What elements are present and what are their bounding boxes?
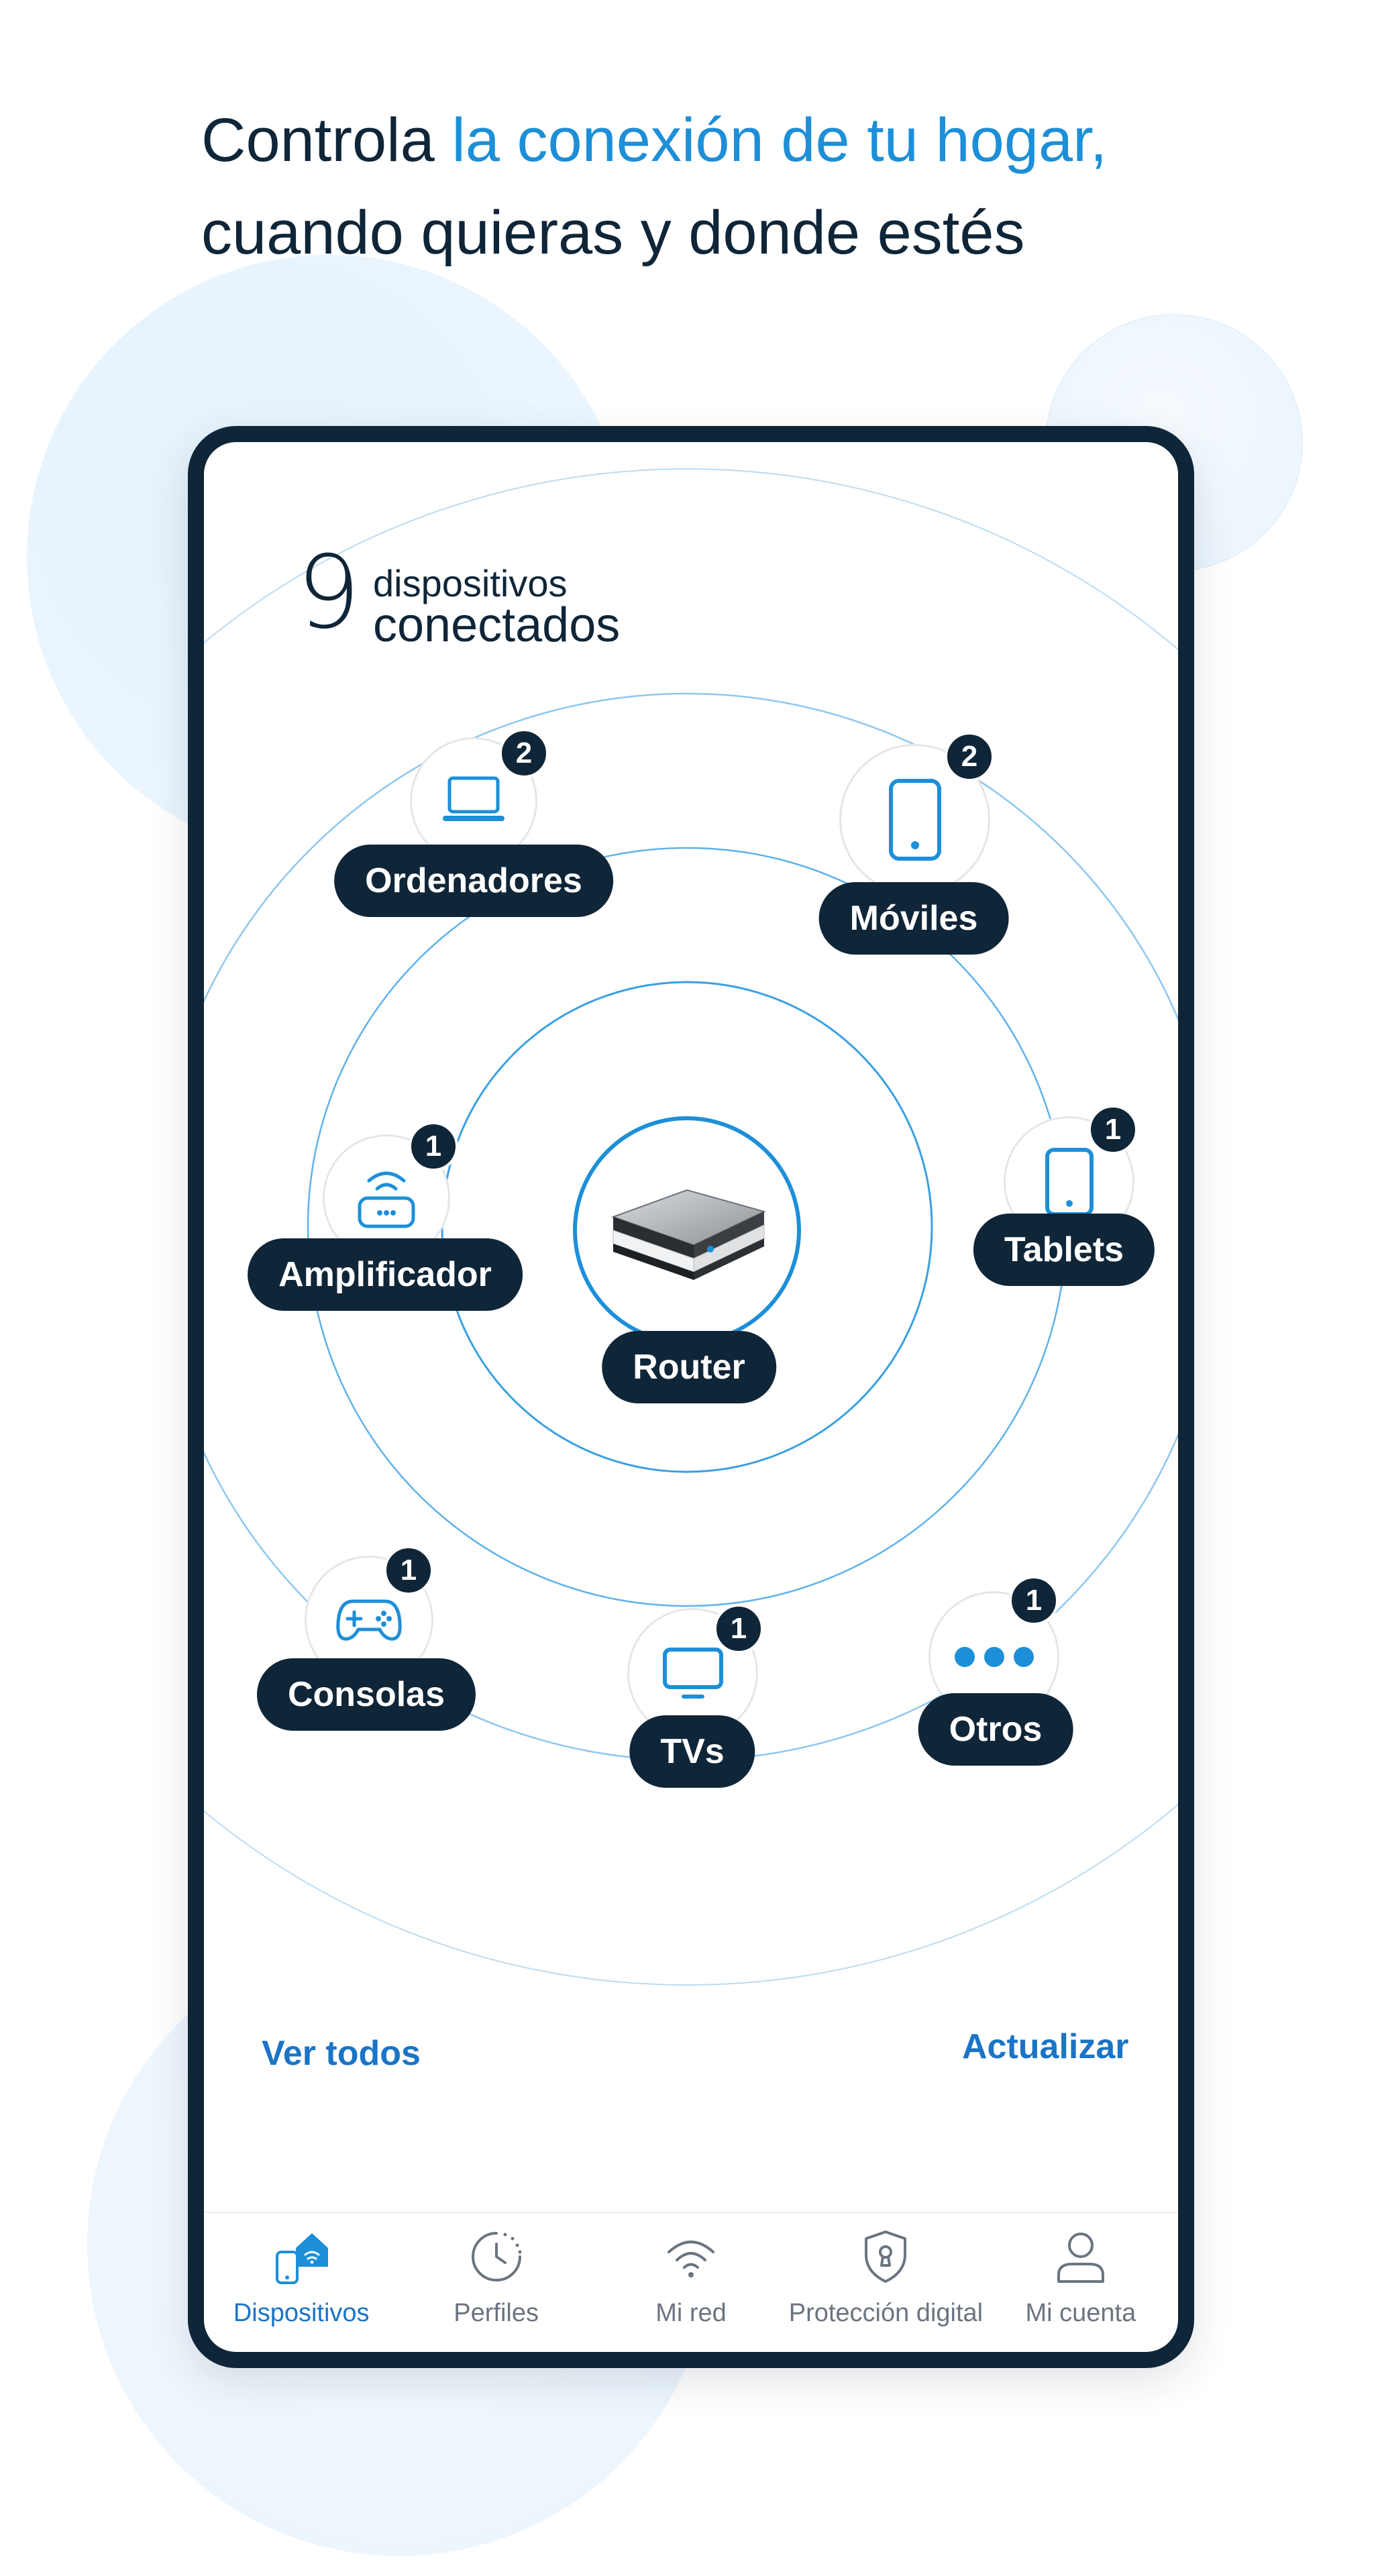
tab-label-dispositivos: Dispositivos: [233, 2299, 370, 2327]
headline-accent: la conexión de tu hogar,: [451, 106, 1108, 174]
pill-ordenadores[interactable]: Ordenadores: [334, 845, 613, 917]
tab-label-proteccion-digital: Protección digital: [788, 2299, 984, 2327]
connected-label-bottom: conectados: [373, 598, 621, 652]
smartphone-icon: [888, 778, 941, 861]
refresh-link[interactable]: Actualizar: [962, 2027, 1129, 2066]
pill-tablets[interactable]: Tablets: [973, 1214, 1155, 1286]
laptop-icon: [443, 776, 504, 821]
badge-tablets: 1: [1088, 1105, 1138, 1155]
tab-label-mi-cuenta: Mi cuenta: [1025, 2299, 1136, 2327]
bottom-tab-bar: Dispositivos Perfiles Mi red: [204, 2212, 1178, 2352]
wifi-extender-icon: [358, 1171, 415, 1228]
tab-label-perfiles: Perfiles: [454, 2299, 539, 2327]
tab-mi-cuenta[interactable]: Mi cuenta: [984, 2213, 1178, 2352]
promo-headline: Controla la conexión de tu hogar, cuando…: [201, 94, 1107, 279]
see-all-link[interactable]: Ver todos: [262, 2034, 421, 2073]
pill-tvs[interactable]: TVs: [629, 1715, 755, 1788]
phone-frame: 9 dispositivos conectados 2 Ordenadores …: [188, 426, 1194, 2368]
gamepad-icon: [336, 1599, 402, 1641]
app-screen: 9 dispositivos conectados 2 Ordenadores …: [204, 442, 1178, 2352]
router-node[interactable]: [573, 1116, 801, 1344]
pill-moviles[interactable]: Móviles: [818, 882, 1009, 955]
tab-perfiles[interactable]: Perfiles: [398, 2213, 593, 2352]
pill-otros[interactable]: Otros: [918, 1693, 1073, 1766]
ring-outer: [204, 468, 1178, 1986]
router-image: [611, 1189, 766, 1280]
tab-mi-red[interactable]: Mi red: [594, 2213, 788, 2352]
pill-consolas[interactable]: Consolas: [256, 1658, 476, 1731]
badge-otros: 1: [1009, 1576, 1059, 1625]
shield-icon: [865, 2231, 907, 2283]
headline-line-2: cuando quieras y donde estés: [201, 199, 1025, 267]
tab-proteccion-digital[interactable]: Protección digital: [788, 2213, 984, 2352]
clock-icon: [471, 2232, 522, 2282]
badge-ordenadores: 2: [499, 729, 549, 778]
wifi-icon: [668, 2241, 715, 2277]
more-dots-icon: [954, 1646, 1034, 1667]
tab-label-mi-red: Mi red: [655, 2299, 727, 2327]
badge-tvs: 1: [714, 1604, 763, 1654]
headline-plain: Controla: [201, 106, 452, 174]
connected-label-top: dispositivos: [373, 562, 568, 604]
pill-amplificador[interactable]: Amplificador: [248, 1238, 523, 1311]
badge-moviles: 2: [945, 732, 994, 782]
badge-consolas: 1: [384, 1546, 433, 1595]
tv-icon: [662, 1647, 723, 1699]
badge-amplificador: 1: [409, 1122, 458, 1171]
pill-router[interactable]: Router: [602, 1331, 776, 1403]
user-icon: [1057, 2233, 1104, 2283]
tablet-icon: [1045, 1147, 1094, 1216]
tab-dispositivos[interactable]: Dispositivos: [204, 2213, 398, 2352]
devices-home-icon: [276, 2233, 329, 2284]
connected-count: 9: [297, 535, 361, 651]
